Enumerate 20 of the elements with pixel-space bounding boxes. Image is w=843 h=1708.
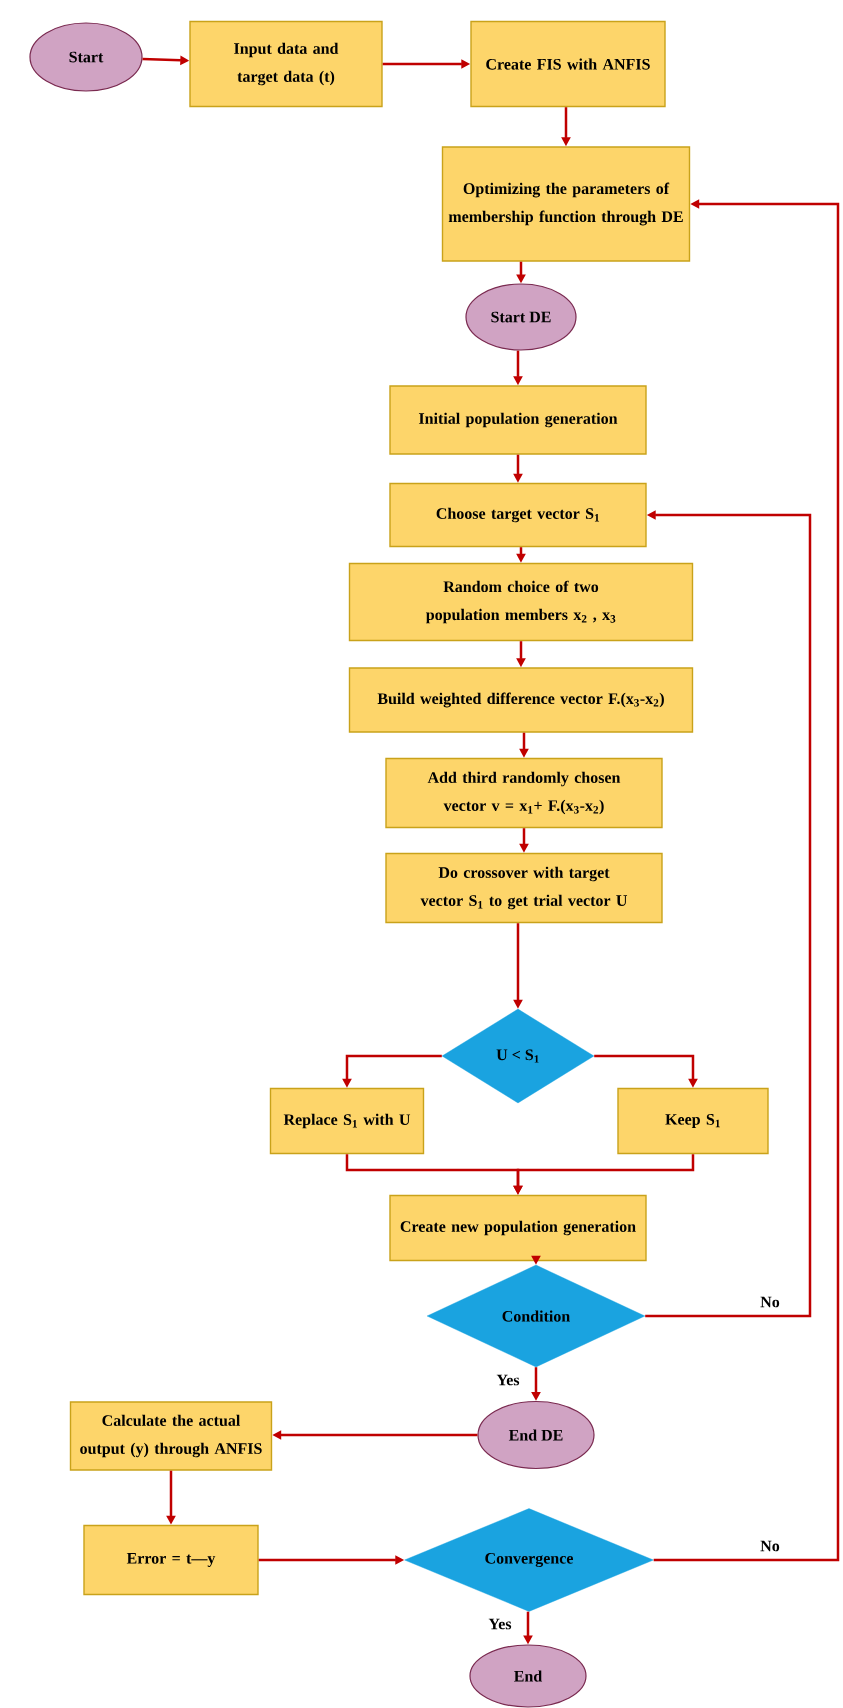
- process-box: Input data and target data (t): [189, 20, 383, 108]
- process-box: Create FIS with ANFIS: [470, 20, 666, 108]
- edge-label: No: [759, 1539, 781, 1553]
- process-box: Build weighted difference vector F.(x$_{3}$-x$_{2}$): [348, 667, 694, 733]
- process-box: Keep S$_{1}$: [617, 1087, 769, 1155]
- process-box: Replace S$_{1}$ with U: [269, 1087, 425, 1155]
- edge-label: Yes: [487, 1617, 513, 1631]
- process-box: Do crossover with target vector S$_{1}$ to get trial vector U: [385, 852, 663, 924]
- process-box: Random choice of two population members x$_{2}$ , x$_{3}$: [348, 562, 694, 642]
- process-box: Initial population generation: [389, 385, 647, 455]
- arrow: [645, 510, 812, 1318]
- process-box: Create new population generation: [389, 1194, 647, 1262]
- process-box: Optimizing the parameters of membership function through DE: [441, 146, 691, 262]
- arrow: [653, 199, 840, 1562]
- process-box: Calculate the actual output (y) through ANFIS: [69, 1401, 273, 1471]
- process-box: Choose target vector S$_{1}$: [389, 482, 647, 548]
- edge-label: Yes: [495, 1373, 521, 1387]
- edge-label: No: [759, 1295, 781, 1309]
- process-box: Add third randomly chosen vector v = x$_{1}$+ F.(x$_{3}$-x$_{2}$): [385, 757, 663, 829]
- process-box: Error = t—y: [83, 1524, 259, 1596]
